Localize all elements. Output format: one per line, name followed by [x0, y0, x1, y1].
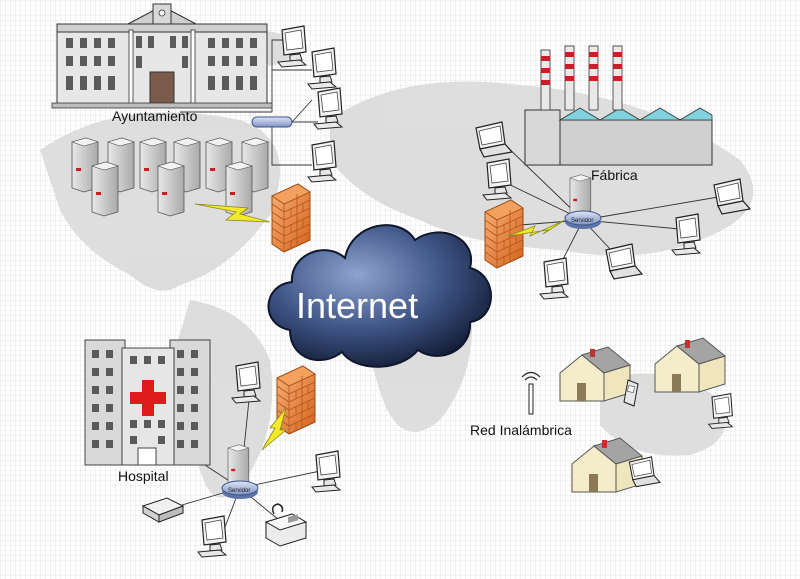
factory-label: Fábrica: [591, 167, 638, 183]
lightning-link-icon: [194, 203, 271, 223]
network-hub-icon: Servidor: [221, 480, 259, 500]
printer-icon: [141, 497, 185, 523]
firewall-icon: [276, 365, 316, 435]
city-hall-label: Ayuntamiento: [112, 108, 198, 124]
network-hub-icon: [251, 116, 293, 128]
hospital-label: Hospital: [118, 468, 169, 484]
internet-label: Internet: [296, 285, 418, 326]
lightning-link-icon: [261, 407, 288, 451]
factory-icon: [524, 45, 713, 166]
cloud-icon: [267, 224, 492, 368]
hospital-server-tag: Servidor: [228, 488, 250, 494]
phone-icon: [623, 379, 639, 407]
city-hall-building-icon: [51, 3, 273, 109]
network-hub-icon: Servidor: [564, 210, 602, 230]
antenna-icon: [521, 371, 541, 415]
hospital-cross-icon: [130, 380, 166, 416]
lightning-link-icon: [507, 219, 566, 237]
hospital-icon: [84, 339, 211, 466]
firewall-icon: [271, 183, 311, 253]
factory-server-tag: Servidor: [571, 218, 593, 224]
wireless-label: Red Inalámbrica: [470, 422, 572, 438]
fax-icon: [264, 503, 308, 547]
